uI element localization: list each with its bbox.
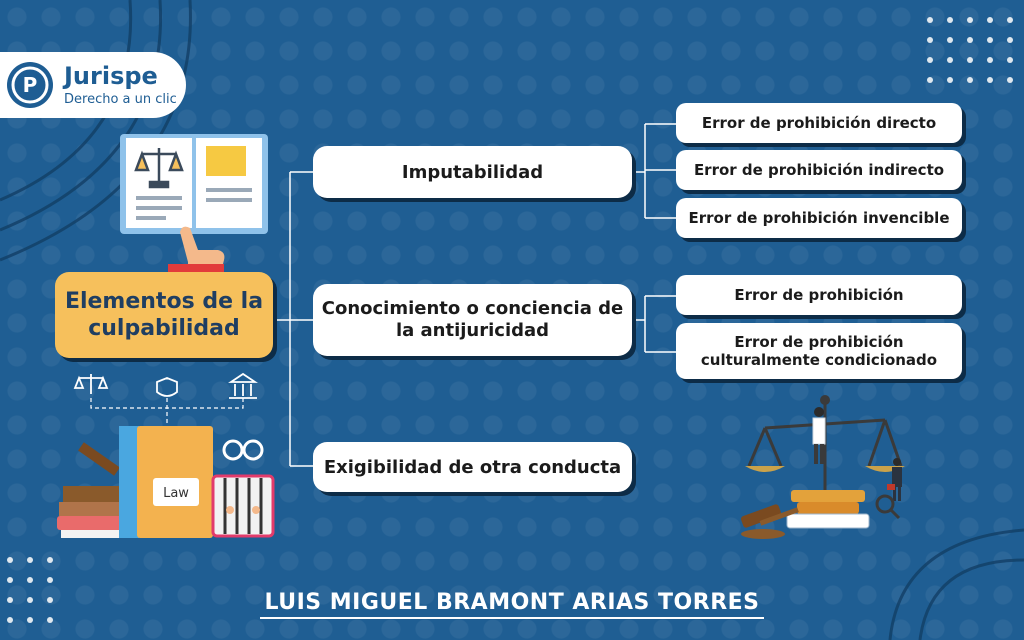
person-small-icon: [887, 458, 902, 501]
author-name: LUIS MIGUEL BRAMONT ARIAS TORRES: [260, 590, 764, 619]
branch-imputabilidad: Imputabilidad: [313, 146, 632, 198]
brand-tagline: Derecho a un clic: [64, 91, 177, 107]
books-stack-icon: [786, 490, 870, 529]
branch-exigibilidad: Exigibilidad de otra conducta: [313, 442, 632, 492]
branch-imputabilidad-label: Imputabilidad: [401, 161, 544, 183]
scales-of-justice-illustration: [740, 395, 905, 539]
leaf-error-indirecto-label: Error de prohibición indirecto: [693, 161, 945, 179]
badge-icon: [156, 377, 178, 397]
gavel-small-icon: [740, 504, 799, 539]
leaf-error-culturalmente-line2: culturalmente condicionado: [700, 351, 938, 369]
handcuffs-icon: [222, 439, 264, 461]
leaf-error-prohibicion: Error de prohibición: [676, 275, 962, 315]
dot-grid-icon: [7, 17, 1013, 623]
gavel-icon: [59, 442, 127, 516]
root-label-line1: Elementos de la: [64, 288, 264, 314]
jail-icon: [211, 474, 275, 538]
author-footer: LUIS MIGUEL BRAMONT ARIAS TORRES: [0, 590, 1024, 619]
leaf-error-directo-label: Error de prohibición directo: [701, 114, 937, 132]
leaf-error-culturalmente-line1: Error de prohibición: [734, 333, 904, 351]
brand-name: Jurispe: [64, 61, 158, 90]
leaf-error-culturalmente: Error de prohibición culturalmente condi…: [676, 323, 962, 379]
root-node: Elementos de la culpabilidad: [55, 272, 273, 358]
leaf-error-invencible: Error de prohibición invencible: [676, 198, 962, 238]
brand-logo: P Jurispe Derecho a un clic: [0, 52, 186, 118]
books-icon: Law: [57, 426, 213, 538]
branch-conocimiento-line1: Conocimiento o conciencia de: [321, 297, 624, 319]
branch-exigibilidad-label: Exigibilidad de otra conducta: [323, 456, 622, 478]
leaf-error-indirecto: Error de prohibición indirecto: [676, 150, 962, 190]
magnifier-icon: [875, 494, 901, 520]
svg-text:P: P: [23, 73, 38, 97]
branch-conocimiento-line2: la antijuricidad: [395, 320, 550, 341]
courthouse-icon: [228, 372, 258, 399]
root-label-line2: culpabilidad: [88, 316, 240, 341]
scales-small-icon: [73, 374, 109, 394]
leaf-error-invencible-label: Error de prohibición invencible: [688, 209, 950, 227]
scales-icon: [134, 148, 184, 189]
law-book-label: Law: [163, 486, 189, 501]
branch-conocimiento: Conocimiento o conciencia de la antijuri…: [313, 284, 632, 356]
person-icon: [812, 407, 826, 464]
leaf-error-prohibicion-label: Error de prohibición: [734, 286, 904, 304]
jurispe-logo-icon: P: [7, 62, 53, 108]
leaf-error-directo: Error de prohibición directo: [676, 103, 962, 143]
justice-icons-illustration: Law: [57, 372, 275, 538]
law-book-illustration: [120, 134, 268, 280]
